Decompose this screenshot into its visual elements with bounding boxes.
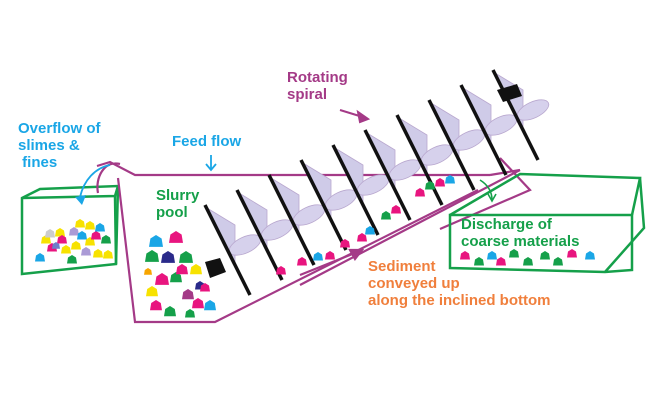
particle bbox=[313, 252, 323, 261]
particle bbox=[93, 249, 103, 258]
particle bbox=[340, 239, 350, 248]
particle bbox=[176, 264, 188, 275]
rotating-spiral bbox=[203, 69, 550, 296]
particle bbox=[164, 306, 176, 317]
particle bbox=[35, 253, 45, 262]
particle bbox=[523, 257, 533, 266]
particle bbox=[55, 228, 65, 237]
particle bbox=[381, 211, 391, 220]
particle bbox=[357, 233, 367, 242]
shaft-end-top bbox=[497, 84, 522, 102]
particle bbox=[585, 251, 595, 260]
particle bbox=[185, 309, 195, 318]
particle bbox=[540, 251, 550, 260]
particle bbox=[204, 300, 216, 311]
particle bbox=[57, 235, 67, 244]
particle bbox=[170, 272, 182, 283]
particle bbox=[487, 251, 497, 260]
spiral-blade bbox=[235, 189, 284, 281]
particle bbox=[445, 175, 455, 184]
spiral-blade bbox=[363, 129, 412, 221]
particle bbox=[425, 181, 435, 190]
label-feed-flow: Feed flow bbox=[172, 133, 242, 150]
spiral-blade bbox=[491, 69, 540, 161]
particle bbox=[146, 286, 158, 297]
spiral-blade bbox=[267, 174, 316, 266]
particle bbox=[150, 300, 162, 311]
particle bbox=[474, 257, 484, 266]
particle bbox=[101, 235, 111, 244]
particle bbox=[190, 264, 202, 275]
particle bbox=[67, 255, 77, 264]
shaft-end-bottom bbox=[205, 258, 226, 278]
particle bbox=[75, 219, 85, 228]
particle bbox=[161, 251, 175, 263]
particle bbox=[81, 247, 91, 256]
particle bbox=[91, 231, 101, 240]
particle bbox=[45, 229, 55, 238]
particle bbox=[325, 251, 335, 260]
particle bbox=[415, 188, 425, 197]
label-discharge: Discharge of coarse materials bbox=[461, 216, 580, 250]
spiral-blade bbox=[459, 84, 508, 176]
label-rotating-spiral: Rotating spiral bbox=[287, 69, 348, 103]
particle bbox=[567, 249, 577, 258]
particle bbox=[496, 257, 506, 266]
particle bbox=[179, 251, 193, 263]
particle bbox=[297, 257, 307, 266]
particle bbox=[103, 250, 113, 259]
label-sediment: Sediment conveyed up along the inclined … bbox=[368, 258, 551, 309]
spiral-blade bbox=[331, 144, 380, 236]
particle bbox=[365, 226, 375, 235]
particle bbox=[71, 241, 81, 250]
particle bbox=[553, 257, 563, 266]
spiral-blade bbox=[427, 99, 476, 191]
spiral-blade bbox=[395, 114, 444, 206]
particle bbox=[509, 249, 519, 258]
particle bbox=[391, 205, 401, 214]
particle bbox=[52, 242, 60, 249]
discharge-tank bbox=[448, 172, 646, 274]
particle bbox=[169, 231, 183, 243]
overflow-tank bbox=[20, 184, 120, 276]
particle bbox=[95, 223, 105, 232]
particle bbox=[85, 221, 95, 230]
particle bbox=[144, 268, 152, 275]
spiral-blade bbox=[203, 204, 252, 296]
sediment-arrow bbox=[299, 248, 365, 277]
label-overflow: Overflow of slimes & fines bbox=[18, 120, 101, 171]
discharge-arrow bbox=[479, 179, 497, 203]
rotating-arrow bbox=[339, 109, 371, 124]
particle bbox=[435, 178, 445, 187]
particle bbox=[192, 298, 204, 309]
particles bbox=[35, 175, 595, 318]
particle bbox=[77, 231, 87, 240]
particle bbox=[200, 283, 210, 292]
particle bbox=[69, 227, 79, 236]
particle bbox=[61, 245, 71, 254]
particle bbox=[145, 250, 159, 262]
overflow-arrow bbox=[75, 162, 121, 205]
particle bbox=[276, 266, 286, 275]
label-slurry-pool: Slurry pool bbox=[156, 187, 200, 221]
feed-arrow bbox=[205, 155, 217, 172]
particle bbox=[149, 235, 163, 247]
particle bbox=[155, 273, 169, 285]
particle bbox=[460, 251, 470, 260]
particle bbox=[182, 289, 194, 300]
spiral-blade bbox=[299, 159, 348, 251]
